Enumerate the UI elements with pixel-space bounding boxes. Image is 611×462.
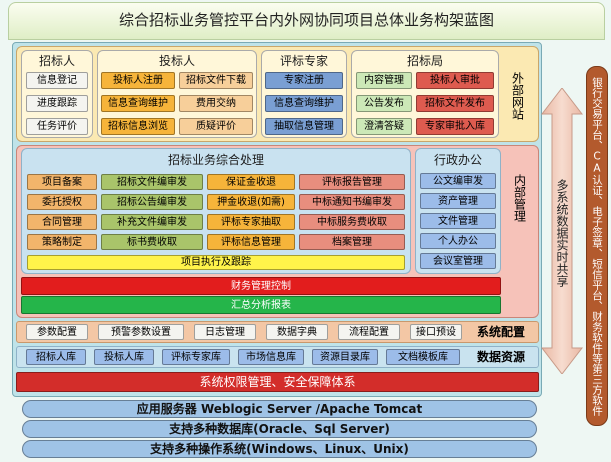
biz-pledge: 押金收退(如需) [207, 194, 295, 210]
biz-doc-fee: 标书费收取 [101, 234, 203, 250]
biz-eval-report: 评标报告管理 [299, 174, 405, 190]
expert-item-register: 专家注册 [265, 72, 343, 89]
config-log: 日志管理 [194, 324, 256, 340]
business-group [21, 148, 411, 274]
biz-deposit: 保证金收退 [207, 174, 295, 190]
biz-project-filing: 项目备案 [27, 174, 97, 190]
config-interface: 接口预设 [410, 324, 462, 340]
internal-zone-label: 内部管理 [512, 174, 527, 222]
bidder-item-download: 招标文件下载 [179, 72, 253, 89]
biz-authorize: 委托授权 [27, 194, 97, 210]
bureau-item-clarify: 澄清答疑 [356, 118, 412, 135]
biz-tracking: 项目执行及跟踪 [27, 255, 405, 270]
biz-contract: 合同管理 [27, 214, 97, 230]
infra-database: 支持多种数据库(Oracle、Sql Server) [22, 420, 537, 438]
config-params: 参数配置 [26, 324, 88, 340]
bureau-title: 招标局 [406, 53, 443, 68]
tenderer-item-info-register: 信息登记 [26, 72, 88, 89]
security-bar: 系统权限管理、安全保障体系 [16, 372, 539, 392]
third-party-panel [586, 66, 608, 426]
title-banner [8, 2, 605, 40]
config-dict: 数据字典 [266, 324, 328, 340]
biz-strategy: 策略制定 [27, 234, 97, 250]
config-alert: 预警参数设置 [98, 324, 184, 340]
admin-meeting: 会议室管理 [420, 253, 496, 269]
sync-label: 多系统数据实时共享 [555, 179, 569, 287]
tenderer-item-progress-track: 进度跟踪 [26, 95, 88, 112]
admin-personal: 个人办公 [420, 233, 496, 249]
bidder-item-query-review: 质疑评价 [179, 118, 253, 135]
data-label: 数据资源 [476, 350, 525, 364]
data-tenderer-db: 招标人库 [26, 349, 86, 365]
bureau-item-expert-approve: 专家审批入库 [416, 118, 494, 135]
admin-asset: 资产管理 [420, 193, 496, 209]
bureau-item-bidder-approve: 投标人审批 [416, 72, 494, 89]
admin-title: 行政办公 [433, 152, 482, 167]
config-flow: 流程配置 [338, 324, 400, 340]
admin-doc: 公文编审发 [420, 173, 496, 189]
bureau-item-content: 内容管理 [356, 72, 412, 89]
biz-service-fee: 中标服务费收取 [299, 214, 405, 230]
tenderer-title: 招标人 [38, 53, 75, 68]
tenderer-item-task-review: 任务评价 [26, 118, 88, 135]
bureau-item-doc-publish: 招标文件发布 [416, 95, 494, 112]
biz-expert-draw: 评标专家抽取 [207, 214, 295, 230]
biz-supplement: 补充文件编审发 [101, 214, 203, 230]
biz-award-notice: 中标通知书编审发 [299, 194, 405, 210]
data-template-db: 文档模板库 [386, 349, 460, 365]
data-expert-db: 评标专家库 [162, 349, 230, 365]
third-party-label: 银行交易平台、CA认证、电子签章、短信平台、财务软件等第三方软件 [591, 76, 603, 416]
data-market-db: 市场信息库 [238, 349, 304, 365]
infra-app-server: 应用服务器 Weblogic Server /Apache Tomcat [22, 400, 537, 418]
page-title: 综合招标业务管控平台内外网协同项目总体业务构架蓝图 [118, 11, 494, 29]
data-bidder-db: 投标人库 [94, 349, 154, 365]
bureau-item-notice: 公告发布 [356, 95, 412, 112]
summary-bar: 汇总分析报表 [21, 296, 501, 314]
admin-file: 文件管理 [420, 213, 496, 229]
biz-eval-info: 评标信息管理 [207, 234, 295, 250]
data-catalog-db: 资源目录库 [312, 349, 378, 365]
sync-double-arrow [540, 88, 584, 374]
business-title: 招标业务综合处理 [167, 152, 264, 167]
biz-doc-issue: 招标文件编审发 [101, 174, 203, 190]
config-label: 系统配置 [476, 325, 525, 339]
external-zone-label: 外部网站 [510, 72, 525, 120]
expert-item-info-maintain: 信息查询维护 [265, 95, 343, 112]
bidder-title: 投标人 [158, 53, 195, 68]
bidder-item-register: 投标人注册 [101, 72, 175, 89]
expert-title: 评标专家 [279, 53, 328, 68]
expert-item-draw-manage: 抽取信息管理 [265, 118, 343, 135]
infra-os: 支持多种操作系统(Windows、Linux、Unix) [22, 440, 537, 458]
biz-notice-issue: 招标公告编审发 [101, 194, 203, 210]
bidder-item-info-maintain: 信息查询维护 [101, 95, 175, 112]
bidder-item-fee-payment: 费用交纳 [179, 95, 253, 112]
bidder-item-browse: 招标信息浏览 [101, 118, 175, 135]
biz-archive: 档案管理 [299, 234, 405, 250]
finance-bar: 财务管理控制 [21, 277, 501, 295]
